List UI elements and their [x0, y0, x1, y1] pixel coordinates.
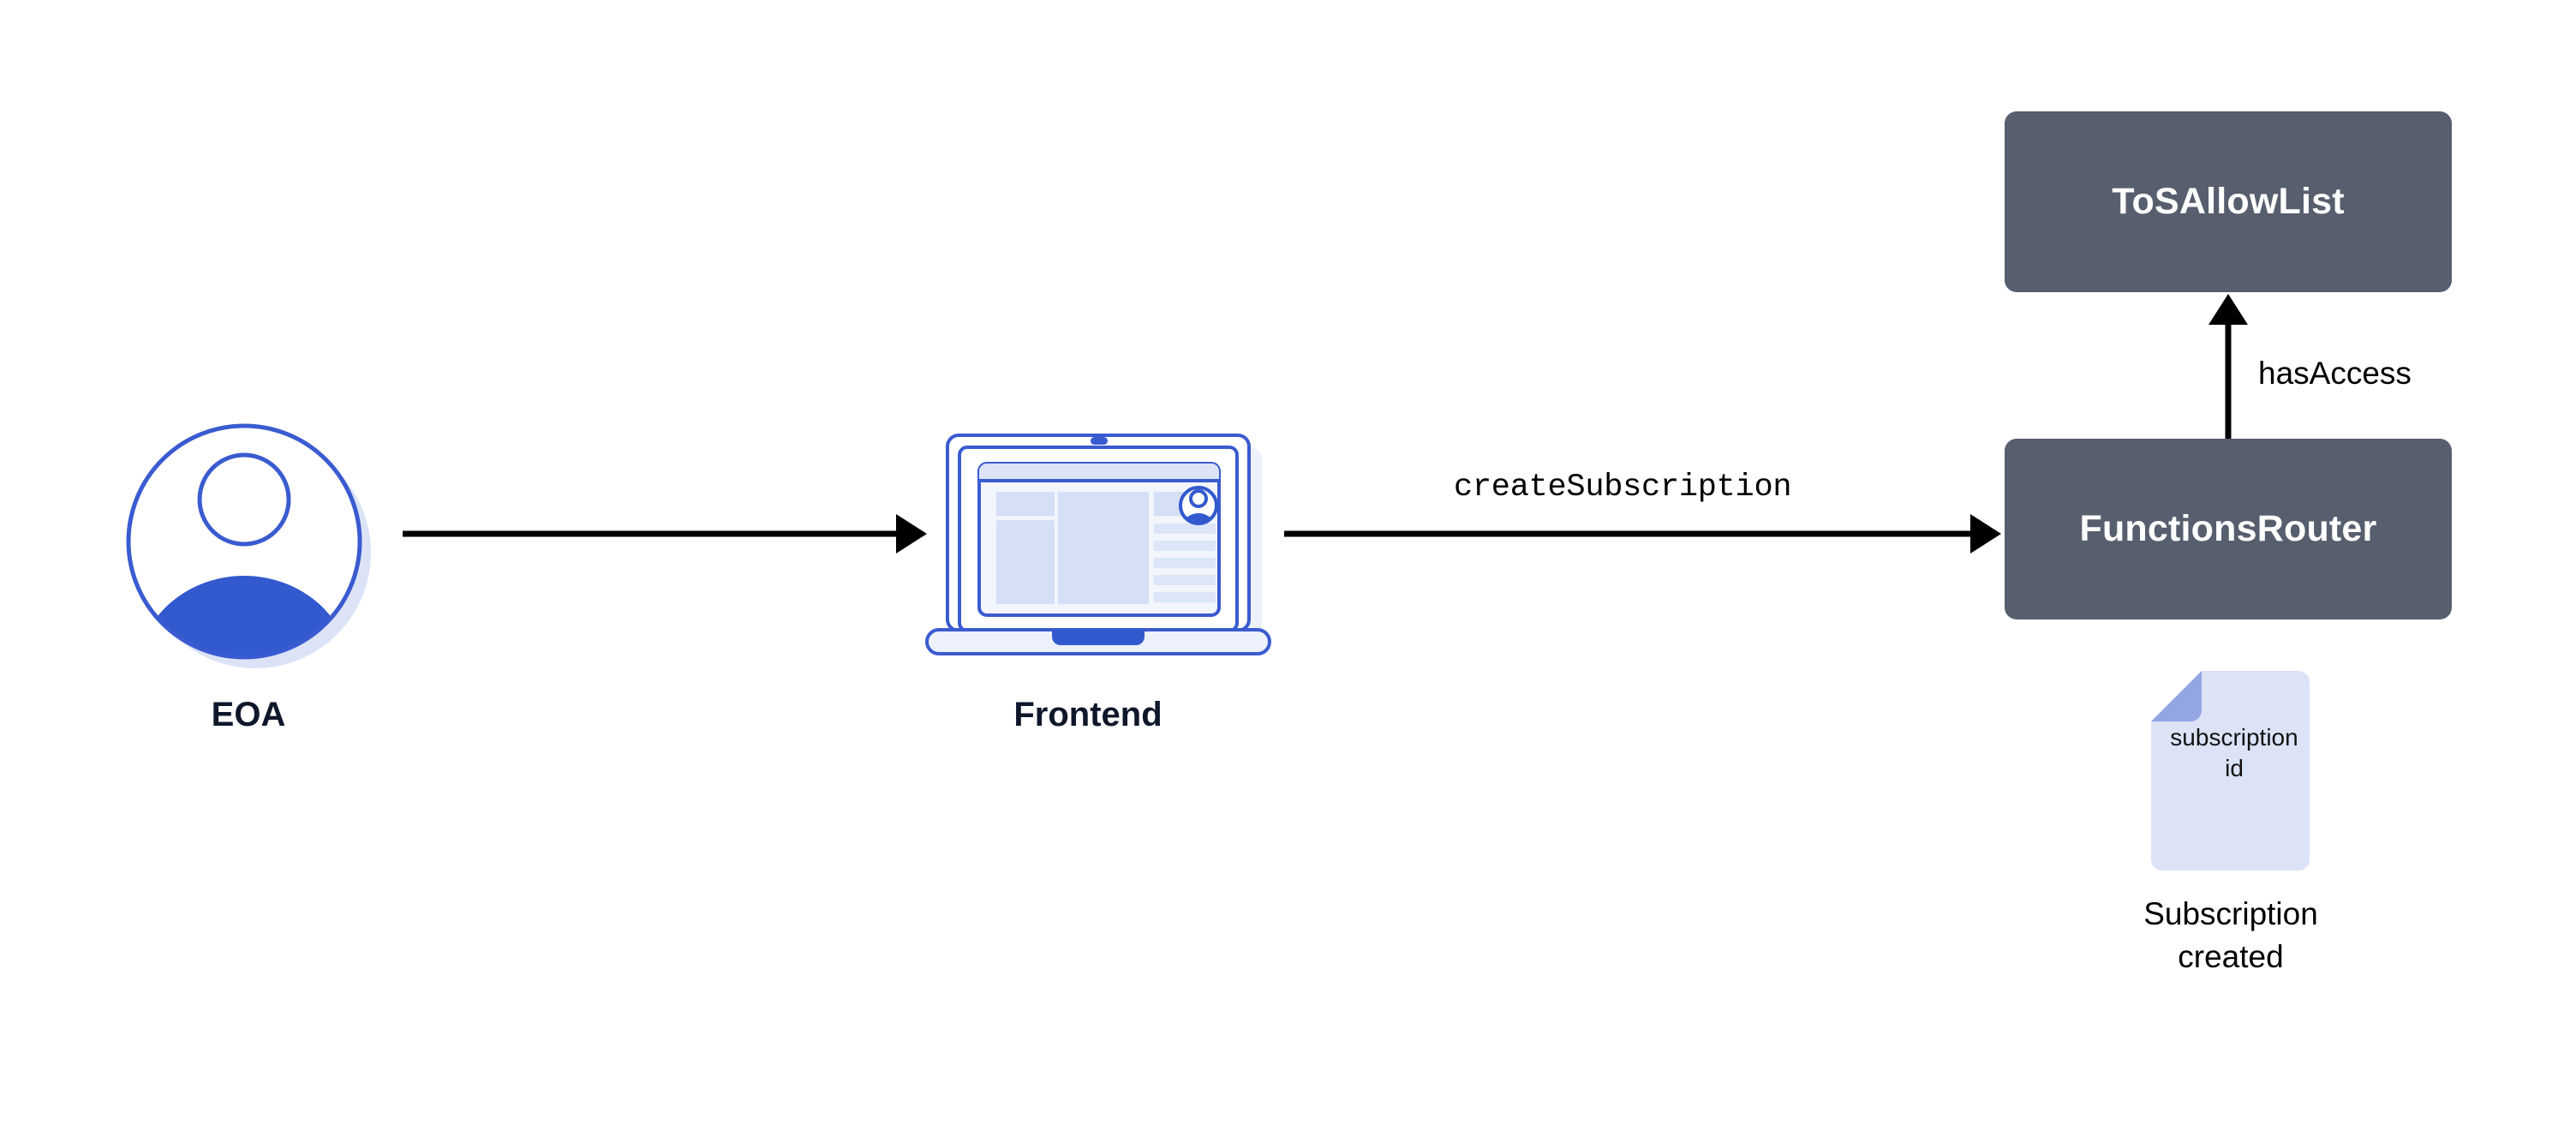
document-icon	[2151, 671, 2310, 871]
arrow-eoa-to-frontend	[403, 514, 927, 554]
tos-allowlist-label: ToSAllowList	[2112, 181, 2345, 222]
frontend-label: Frontend	[1013, 696, 1162, 733]
document-line-2: id	[2225, 755, 2244, 781]
document-inner-text: subscription id	[2149, 722, 2320, 784]
user-avatar-icon	[126, 423, 371, 668]
arrow-frontend-to-functions-router	[1284, 514, 2001, 554]
subscription-created-caption: Subscription created	[2116, 893, 2346, 978]
document-line-1: subscription	[2170, 724, 2298, 751]
edge-label-has-access: hasAccess	[2258, 356, 2412, 391]
subscription-created-line-2: created	[2178, 939, 2284, 974]
contract-box-tos-allowlist[interactable]: ToSAllowList	[2005, 111, 2452, 292]
eoa-label: EOA	[211, 696, 286, 733]
laptop-icon	[925, 434, 1271, 655]
functions-router-label: FunctionsRouter	[2079, 508, 2377, 549]
edge-label-create-subscription: createSubscription	[1454, 470, 1792, 506]
arrow-functions-router-to-tos-allowlist	[2208, 294, 2248, 439]
screen-avatar-icon	[1179, 486, 1218, 525]
subscription-created-line-1: Subscription	[2143, 896, 2318, 931]
contract-box-functions-router[interactable]: FunctionsRouter	[2005, 439, 2452, 619]
